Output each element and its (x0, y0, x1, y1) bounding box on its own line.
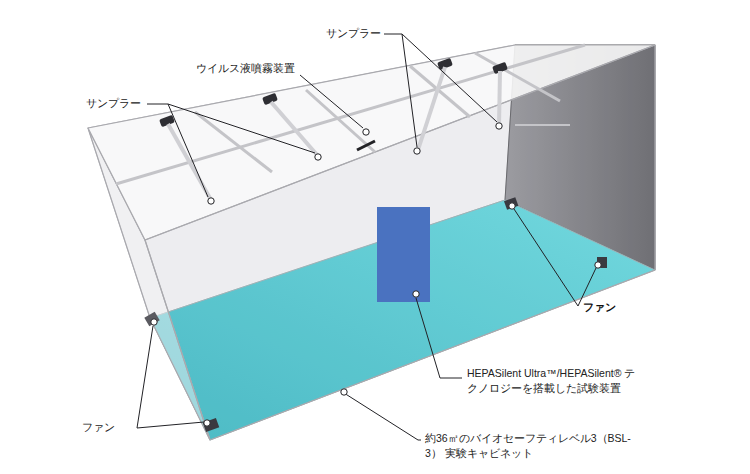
ceiling-beam (195, 112, 272, 172)
leader-lines (137, 34, 596, 440)
front-wall (145, 45, 655, 440)
callout-label: ウイルス液噴霧装置 (196, 61, 295, 76)
ceiling-beam (475, 53, 560, 101)
leader-dot (151, 319, 157, 325)
callout-label: HEPASilent Ultra™/HEPASilent® テクノロジーを搭載し… (467, 366, 637, 396)
sampler-rod (499, 71, 500, 126)
leader-line (416, 298, 462, 378)
ceiling-beam (306, 90, 375, 152)
leader-dots (151, 123, 601, 426)
leader-line (384, 34, 417, 147)
ceiling-beam (410, 66, 470, 117)
leader-dot (315, 154, 321, 160)
leader-dot (341, 389, 347, 395)
fan-unit (504, 197, 518, 210)
fan-unit (144, 312, 159, 327)
leader-dot (363, 129, 369, 135)
callout-label: 約36㎡のバイオセーフティレベル3（BSL-3） 実験キャビネット (425, 431, 639, 461)
leader-line (137, 326, 153, 428)
sampler-rod (418, 67, 445, 150)
leader-line (147, 104, 208, 197)
leader-dot (509, 203, 515, 209)
test-device (377, 207, 430, 302)
callout-label: ファン (583, 300, 616, 315)
fan-unit (203, 418, 220, 432)
leader-line (344, 393, 421, 440)
leader-dot (204, 420, 210, 426)
ceiling-beam (515, 124, 570, 126)
callout-label: サンプラー (326, 26, 381, 41)
leader-line (168, 104, 315, 153)
sampler-rod (271, 102, 318, 156)
leader-dot (413, 291, 419, 297)
leader-dot (496, 123, 502, 129)
leader-dot (595, 262, 601, 268)
leader-line (514, 209, 578, 306)
sprayer-nozzle (357, 141, 375, 150)
leader-line (300, 75, 363, 128)
ceiling-beam (116, 45, 585, 184)
callout-label: サンプラー (86, 96, 141, 111)
leader-line (402, 34, 497, 122)
leader-dot (414, 148, 420, 154)
callout-label: ファン (82, 420, 115, 435)
leader-line (137, 422, 204, 428)
leader-dot (208, 198, 214, 204)
leader-line (578, 268, 596, 306)
